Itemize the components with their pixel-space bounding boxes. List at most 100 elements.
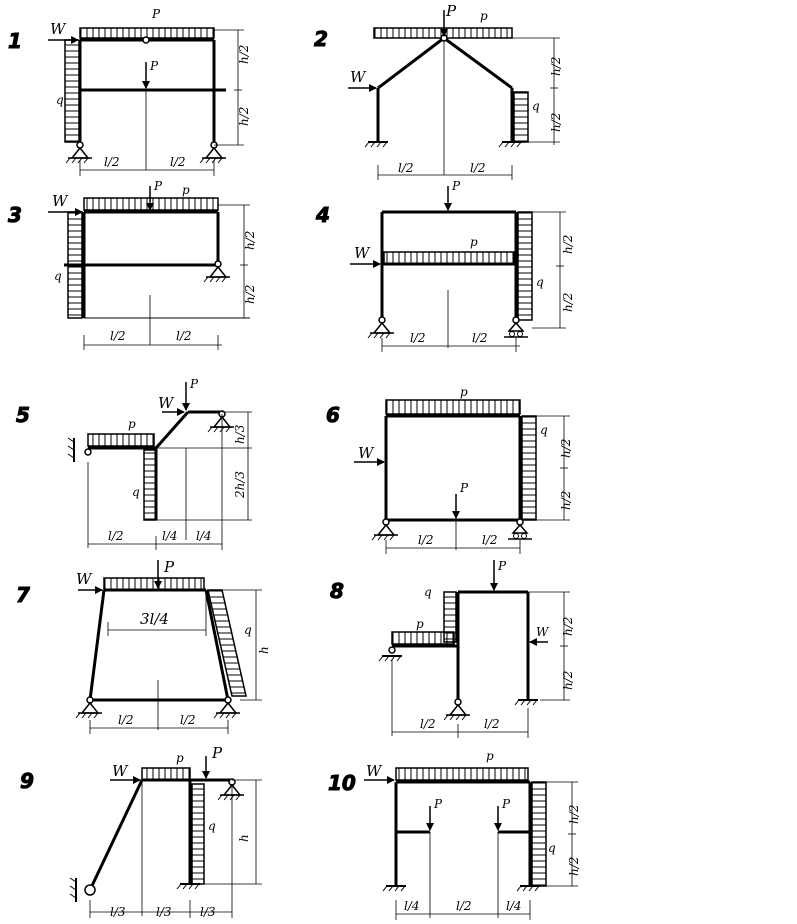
fixed-support — [176, 883, 201, 890]
label-q: q — [132, 485, 140, 499]
label-h: h — [237, 834, 251, 842]
diagram-number: 2 — [314, 27, 328, 51]
label-w: W — [354, 244, 371, 262]
diagram-2: 2 — [314, 10, 560, 180]
diagram-4-labels: P W p q h/2 h/2 l/2 l/2 — [354, 179, 575, 345]
label-w: W — [358, 444, 375, 462]
diagram-number: 7 — [16, 583, 30, 607]
label-h-bot: 2h/3 — [233, 471, 247, 499]
label-l-right: l/2 — [176, 329, 192, 343]
distributed-load-q — [521, 415, 537, 521]
rafter-left — [377, 36, 445, 90]
label-q: q — [208, 819, 216, 833]
label-w: W — [112, 762, 129, 780]
pin-support — [367, 316, 395, 339]
diagram-10-labels: W p P P q h/2 h/2 l/4 l/2 l/4 — [366, 749, 581, 913]
label-p: p — [128, 417, 136, 431]
fixed-support — [382, 885, 407, 892]
rafter-right — [443, 36, 513, 90]
diagram-7: 7 — [16, 560, 262, 734]
label-l-right: l/2 — [180, 713, 196, 727]
pin-support — [443, 698, 471, 721]
label-w: W — [50, 20, 67, 38]
label-p: P — [153, 179, 163, 193]
distributed-load-q — [207, 589, 247, 697]
label-l-left: l/2 — [418, 533, 434, 547]
diagram-5-labels: P W p q h/3 2h/3 l/2 l/4 l/4 — [108, 377, 247, 543]
diagram-2-labels: P p W q h/2 h/2 l/2 l/2 — [350, 2, 563, 175]
diagram-6: 6 — [326, 399, 570, 554]
distributed-load-q — [443, 591, 457, 643]
diagram-number: 10 — [328, 771, 356, 795]
diagram-number: 1 — [8, 29, 22, 53]
label-p: P — [211, 744, 223, 762]
strut — [88, 779, 144, 891]
label-l-right: l/2 — [170, 155, 186, 169]
fixed-support — [514, 699, 539, 706]
diagram-number: 4 — [315, 203, 330, 227]
label-h-top: h/2 — [559, 439, 573, 458]
distributed-load-q — [517, 211, 533, 321]
label-h-top: h/3 — [233, 424, 247, 444]
label-p: P — [151, 7, 161, 21]
label-l-left: l/2 — [110, 329, 126, 343]
label-q: q — [532, 99, 540, 113]
label-h-bot: h/2 — [237, 107, 251, 126]
label-h-top: h/2 — [561, 617, 575, 636]
label-l-3: l/4 — [506, 899, 522, 913]
column-right — [204, 589, 230, 701]
distributed-load-p — [103, 577, 205, 591]
label-l-3: l/3 — [200, 905, 216, 919]
label-h-top: h/2 — [549, 57, 563, 76]
label-p: p — [182, 183, 190, 197]
label-p: p — [470, 235, 478, 249]
label-l-left: l/2 — [420, 717, 436, 731]
label-q: q — [540, 423, 548, 437]
label-p: P — [149, 59, 159, 73]
label-l-2: l/2 — [456, 899, 472, 913]
label-l-right: l/2 — [470, 161, 486, 175]
pin-support — [65, 141, 93, 164]
diagram-4: 4 — [315, 186, 566, 352]
label-p: p — [416, 617, 424, 631]
label-w: W — [76, 570, 93, 588]
hinge — [142, 36, 150, 44]
diagram-7-labels: W P q 3l/4 h l/2 l/2 — [76, 558, 271, 727]
roller-support — [507, 518, 533, 540]
label-p: P — [189, 377, 199, 391]
label-p: P — [445, 2, 457, 20]
label-l-left: l/2 — [118, 713, 134, 727]
hinge — [388, 646, 396, 654]
label-h-bot: h/2 — [243, 285, 257, 304]
label-p: p — [480, 9, 488, 23]
label-h-bot: h/2 — [561, 671, 575, 690]
label-p: P — [451, 179, 461, 193]
diagram-number: 5 — [16, 403, 30, 427]
strut — [154, 411, 190, 449]
label-p: p — [486, 749, 494, 763]
fixed-support — [498, 141, 523, 148]
diagram-number: 8 — [330, 579, 344, 603]
distributed-load-p — [141, 767, 191, 781]
label-q: q — [56, 93, 64, 107]
pin-support — [207, 410, 235, 433]
column-left — [88, 589, 106, 701]
diagram-6-labels: p W P q h/2 h/2 l/2 l/2 — [358, 385, 573, 547]
label-l-right: l/2 — [472, 331, 488, 345]
label-q: q — [244, 623, 252, 637]
label-q: q — [548, 841, 556, 855]
diagram-number: 6 — [326, 403, 340, 427]
distributed-load-q — [513, 91, 529, 143]
label-l-left: l/2 — [410, 331, 426, 345]
fixed-support — [378, 655, 403, 662]
label-l-1: l/4 — [404, 899, 420, 913]
distributed-load-p — [385, 399, 521, 415]
label-h-bot: h/2 — [567, 857, 581, 876]
pin-support — [217, 778, 245, 801]
label-l-1: l/3 — [110, 905, 126, 919]
diagram-9-labels: W p P q h l/3 l/3 l/3 — [110, 744, 251, 919]
distributed-load-q — [64, 39, 80, 143]
label-h-top: h/2 — [567, 805, 581, 824]
diagram-8-labels: q P p W h/2 h/2 l/2 l/2 — [416, 559, 575, 731]
